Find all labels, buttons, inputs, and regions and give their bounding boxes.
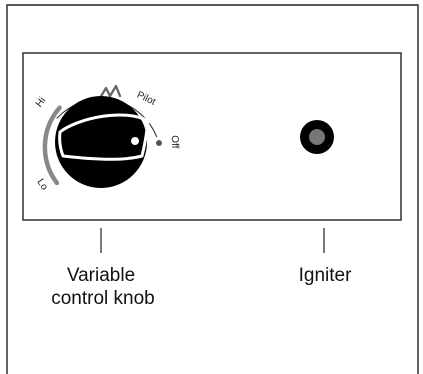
knob-body[interactable]: [55, 96, 147, 188]
dial-label-off: Off: [169, 135, 180, 149]
knob-grip: [58, 113, 150, 161]
igniter-callout: Igniter: [299, 265, 352, 286]
off-dot: [156, 140, 162, 146]
igniter-center: [309, 129, 325, 145]
knob-callout-line1: Variable: [67, 265, 135, 286]
knob-indicator-dot: [131, 137, 139, 145]
variable-control-knob[interactable]: [55, 96, 150, 188]
igniter-button[interactable]: [300, 120, 334, 154]
knob-callout-line2: control knob: [51, 288, 155, 309]
pilot-flame-icon: [98, 84, 122, 100]
hi-lo-arc: [42, 105, 62, 186]
enclosure-outline: [6, 4, 419, 374]
